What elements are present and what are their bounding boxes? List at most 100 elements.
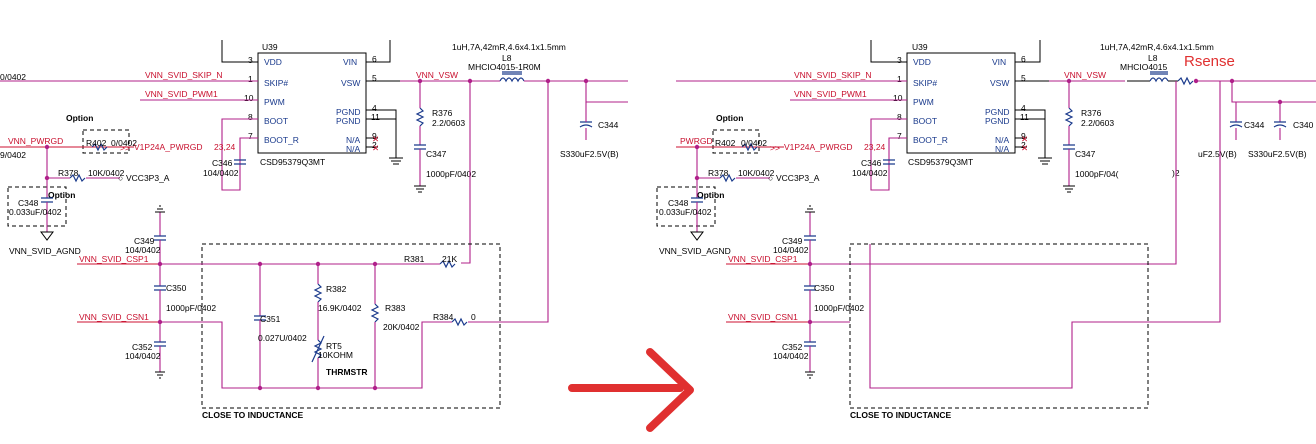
net-vcc3p3: VCC3P3_A [126,173,170,183]
r402-ref: R402 [86,138,107,148]
c347-ref: C347 [426,149,447,159]
rt5-ref: RT5 [326,341,342,351]
r-c346-val: 104/0402 [852,168,888,178]
r378-ref: R378 [58,168,79,178]
r-close-note: CLOSE TO INDUCTANCE [850,410,952,420]
option-label-1: Option [66,113,93,123]
r-net-csp: VNN_SVID_CSP1 [728,254,798,264]
r-c352-val: 104/0402 [773,351,809,361]
pin-na2-name: N/A [346,144,361,154]
svg-text:○: ○ [118,173,123,183]
inductor-part: MHCIO4015-1R0M [468,62,541,72]
pin-8-num: 8 [248,112,253,122]
svg-text:○: ○ [768,173,773,183]
c348-ref: C348 [18,198,39,208]
r402-val: 0/0402 [111,138,137,148]
pin-3-num: 3 [248,55,253,65]
close-to-inductance-box [201,243,501,409]
pin-bootr-name: BOOT_R [264,135,299,145]
svg-text:✕: ✕ [372,134,379,144]
pin-vdd-name: VDD [264,57,282,67]
pin-11-num: 11 [371,112,380,122]
r-pin-pgnd-name: PGND [985,107,1010,117]
r382-ref: R382 [326,284,347,294]
r-inductor-ref: L8 [1148,53,1158,63]
svg-text:✕: ✕ [1021,143,1028,153]
r-pin-boot-name: BOOT [913,116,937,126]
r-pin-10: 10 [893,93,903,103]
pin-2-num: 2 [372,140,377,150]
r-option-box-r402 [712,129,760,154]
c346-val: 104/0402 [203,168,239,178]
pin-skip-name: SKIP# [264,78,288,88]
r-net-skip: VNN_SVID_SKIP_N [794,70,871,80]
r-pin-vdd-name: VDD [913,57,931,67]
r-pin-na2-name: N/A [995,144,1010,154]
net-csp: VNN_SVID_CSP1 [79,254,149,264]
r-pin-7: 7 [897,131,902,141]
ic-part-right: CSD95379Q3MT [908,157,973,167]
r-option-box-c348 [656,186,716,227]
r-pin-bootr-name: BOOT_R [913,135,948,145]
r-pin-1: 1 [897,74,902,84]
r383-val: 20K/0402 [383,322,420,332]
r381-ref: R381 [404,254,425,264]
r-pin-skip-name: SKIP# [913,78,937,88]
r-c352-ref: C352 [782,342,803,352]
net-pwrgd: VNN_PWRGD [8,136,63,146]
r376-ref: R376 [432,108,453,118]
r-pin-vin-name: VIN [992,57,1006,67]
r-net-csn: VNN_SVID_CSN1 [728,312,798,322]
r383-ref: R383 [385,303,406,313]
r-option-label-2: Option [697,190,724,200]
ic-ref-right: U39 [912,42,928,52]
r382-val: 16.9K/0402 [318,303,362,313]
r-pin-vsw-name: VSW [990,78,1009,88]
net-skip: VNN_SVID_SKIP_N [145,70,222,80]
r-c349-ref: C349 [782,236,803,246]
r-r402-val: 0/0402 [741,138,767,148]
c351-val: 0.027U/0402 [258,333,307,343]
r-net-agnd: VNN_SVID_AGND [659,246,731,256]
ic-u39-body [257,52,367,154]
pin-vin-name: VIN [343,57,357,67]
c350-val: 1000pF/0402 [166,303,216,313]
r-c344-val: uF2.5V(B) [1198,149,1237,159]
pin-5-num: 5 [372,73,377,83]
net-v1p24-pages: 23,24 [214,142,236,152]
ic-part: CSD95379Q3MT [260,157,325,167]
r-pin-11: 11 [1020,112,1029,122]
net-agnd: VNN_SVID_AGND [9,246,81,256]
r-c346-ref: C346 [861,158,882,168]
net-v1p24: V1P24A_PWRGD [134,142,203,152]
r-inductor-spec: 1uH,7A,42mR,4.6x4.1x1.5mm [1100,42,1214,52]
svg-text:✕: ✕ [1021,134,1028,144]
right-schematic: U39 CSD95379Q3MT VDD SKIP# PWM BOOT BOOT… [656,40,1316,420]
option-label-2: Option [48,190,75,200]
r-c340-ref: C340 [1293,120,1314,130]
r384-val: 0 [471,312,476,322]
r-r378-val: 10K/0402 [738,168,775,178]
pin-na-name: N/A [346,135,361,145]
r-net-pwm: VNN_SVID_PWM1 [794,89,867,99]
r-c344-ref: C344 [1244,120,1265,130]
option-box-r402 [82,129,130,154]
r384-ref: R384 [433,312,454,322]
inductor-spec: 1uH,7A,42mR,4.6x4.1x1.5mm [452,42,566,52]
r-pin-2: 2 [1021,140,1026,150]
r-net-v1p24-pages: 23,24 [864,142,886,152]
rt5-val: 10KOHM [318,350,353,360]
net-pwm: VNN_SVID_PWM1 [145,89,218,99]
r-pin-4: 4 [1021,103,1026,113]
r-net-pwrgd: PWRGD [680,136,713,146]
r-pin-pgnd2-name: PGND [985,116,1010,126]
r-pin-6: 6 [1021,54,1026,64]
r-pin-9: 9 [1021,131,1026,141]
close-note: CLOSE TO INDUCTANCE [202,410,304,420]
pin-6-num: 6 [372,54,377,64]
c346-ref: C346 [212,158,233,168]
pin-vsw-name: VSW [341,78,360,88]
svg-text:>>: >> [120,143,130,153]
r-c348-ref: C348 [668,198,689,208]
r-r378-ref: R378 [708,168,729,178]
